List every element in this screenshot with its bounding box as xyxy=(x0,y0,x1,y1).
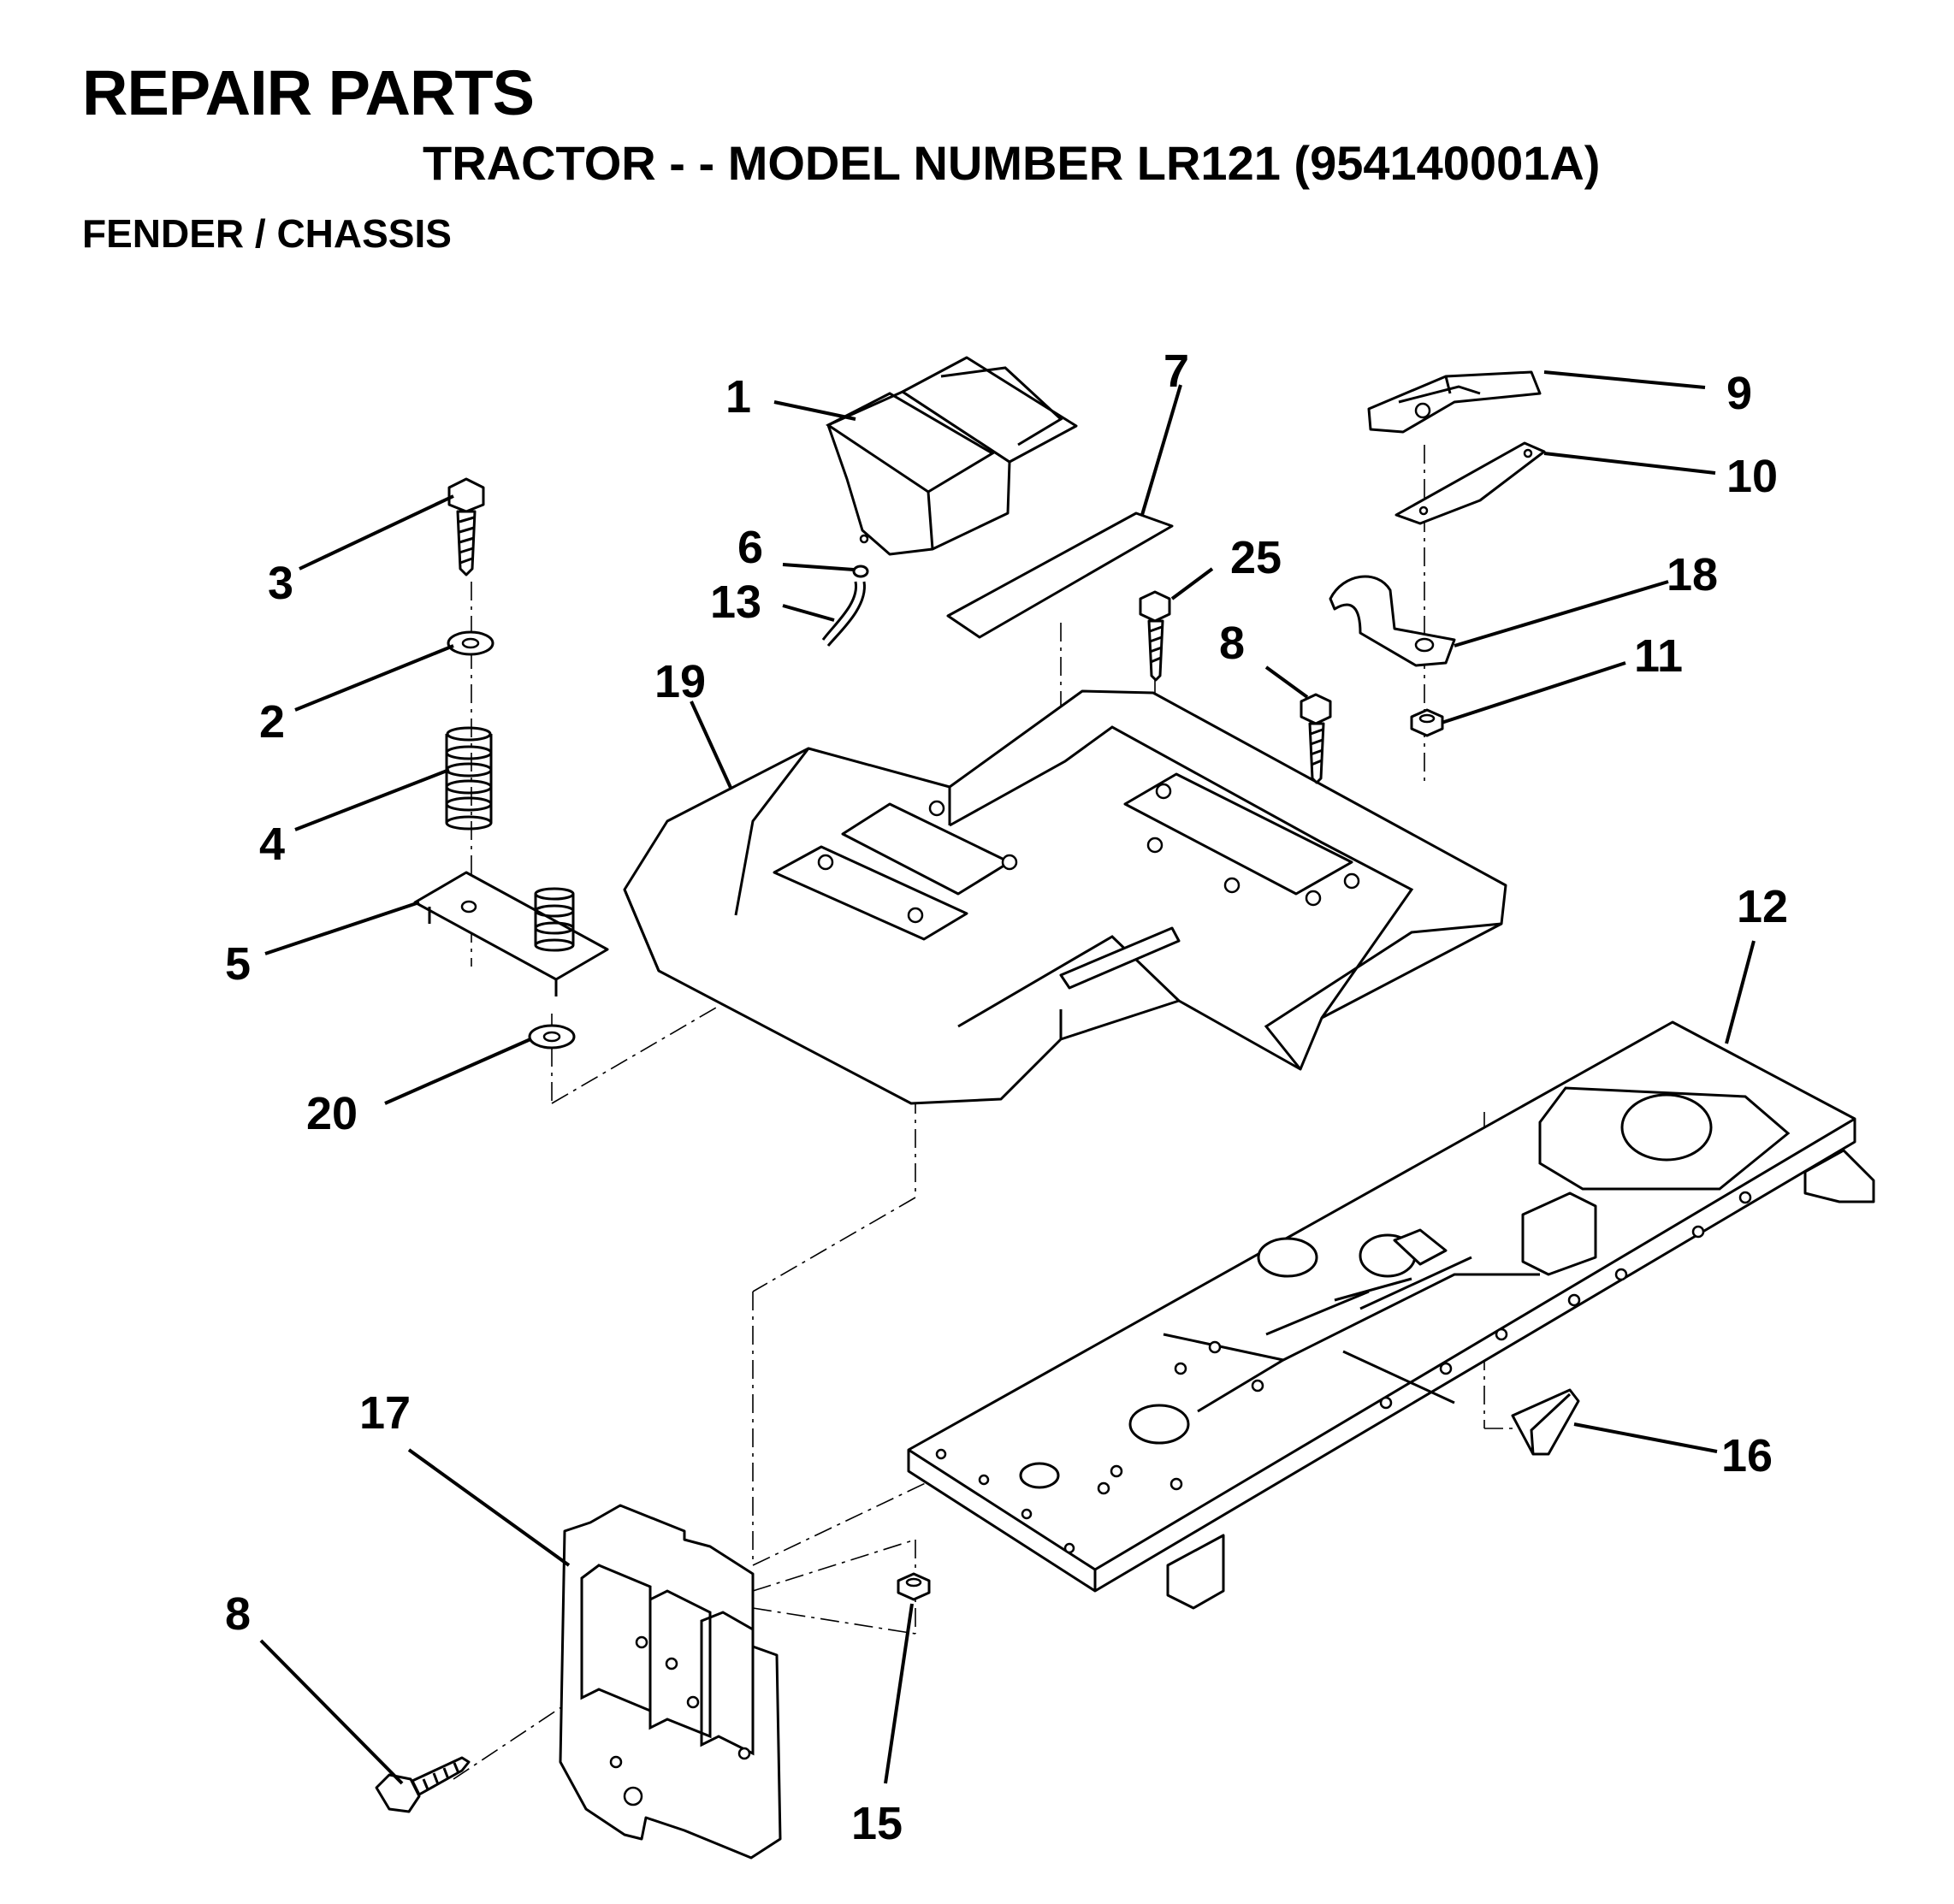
callout-2: 2 xyxy=(259,696,285,748)
nut-part-11 xyxy=(1410,708,1444,737)
callout-5: 5 xyxy=(225,938,251,990)
callout-19: 19 xyxy=(654,656,706,707)
bolt-part-25 xyxy=(1139,590,1171,682)
plate-part-9 xyxy=(1367,370,1542,434)
callout-6: 6 xyxy=(737,522,763,573)
leader-lines xyxy=(259,370,1756,1785)
bolt-part-3 xyxy=(447,477,485,577)
callout-25: 25 xyxy=(1230,532,1282,583)
callout-8-upper: 8 xyxy=(1219,618,1245,669)
rear-plate-part-17 xyxy=(559,1504,782,1860)
callout-16: 16 xyxy=(1721,1430,1773,1481)
nut-part-15 xyxy=(897,1572,931,1601)
callout-1: 1 xyxy=(725,371,751,423)
bolt-part-8-lower xyxy=(375,1756,471,1813)
callout-labels: 1 7 9 10 3 6 25 18 13 8 11 19 2 4 12 5 2… xyxy=(225,346,1788,1849)
model-subtitle: TRACTOR - - MODEL NUMBER LR121 (95414000… xyxy=(423,136,1601,190)
callout-8-lower: 8 xyxy=(225,1588,251,1640)
storage-tray-part-1 xyxy=(826,356,1078,556)
clamp-bracket-part-18 xyxy=(1329,575,1456,667)
bracket-part-16 xyxy=(1511,1388,1580,1456)
drain-hose-parts-6-13 xyxy=(821,565,869,647)
callout-7: 7 xyxy=(1164,346,1189,397)
callout-20: 20 xyxy=(306,1088,358,1139)
callout-15: 15 xyxy=(851,1798,903,1849)
bolt-part-8-upper xyxy=(1300,693,1332,784)
spring-bracket-part-5 xyxy=(413,871,609,996)
spring-part-4 xyxy=(445,726,493,831)
callout-18: 18 xyxy=(1667,549,1718,600)
fender-part-19 xyxy=(623,689,1507,1105)
callout-11: 11 xyxy=(1634,630,1683,682)
section-heading: FENDER / CHASSIS xyxy=(82,211,452,256)
flat-bracket-part-10 xyxy=(1394,441,1546,525)
washer-part-2 xyxy=(447,630,494,656)
callout-12: 12 xyxy=(1737,881,1788,932)
decal-part-7 xyxy=(946,511,1174,639)
callout-3: 3 xyxy=(268,558,293,609)
chassis-frame-part-12 xyxy=(907,1020,1875,1610)
washer-part-20 xyxy=(528,1024,576,1050)
callout-13: 13 xyxy=(710,577,761,628)
callout-17: 17 xyxy=(359,1387,411,1439)
callout-9: 9 xyxy=(1726,368,1752,419)
page-title: REPAIR PARTS xyxy=(82,57,535,128)
callout-4: 4 xyxy=(259,819,285,870)
callout-10: 10 xyxy=(1726,451,1778,502)
